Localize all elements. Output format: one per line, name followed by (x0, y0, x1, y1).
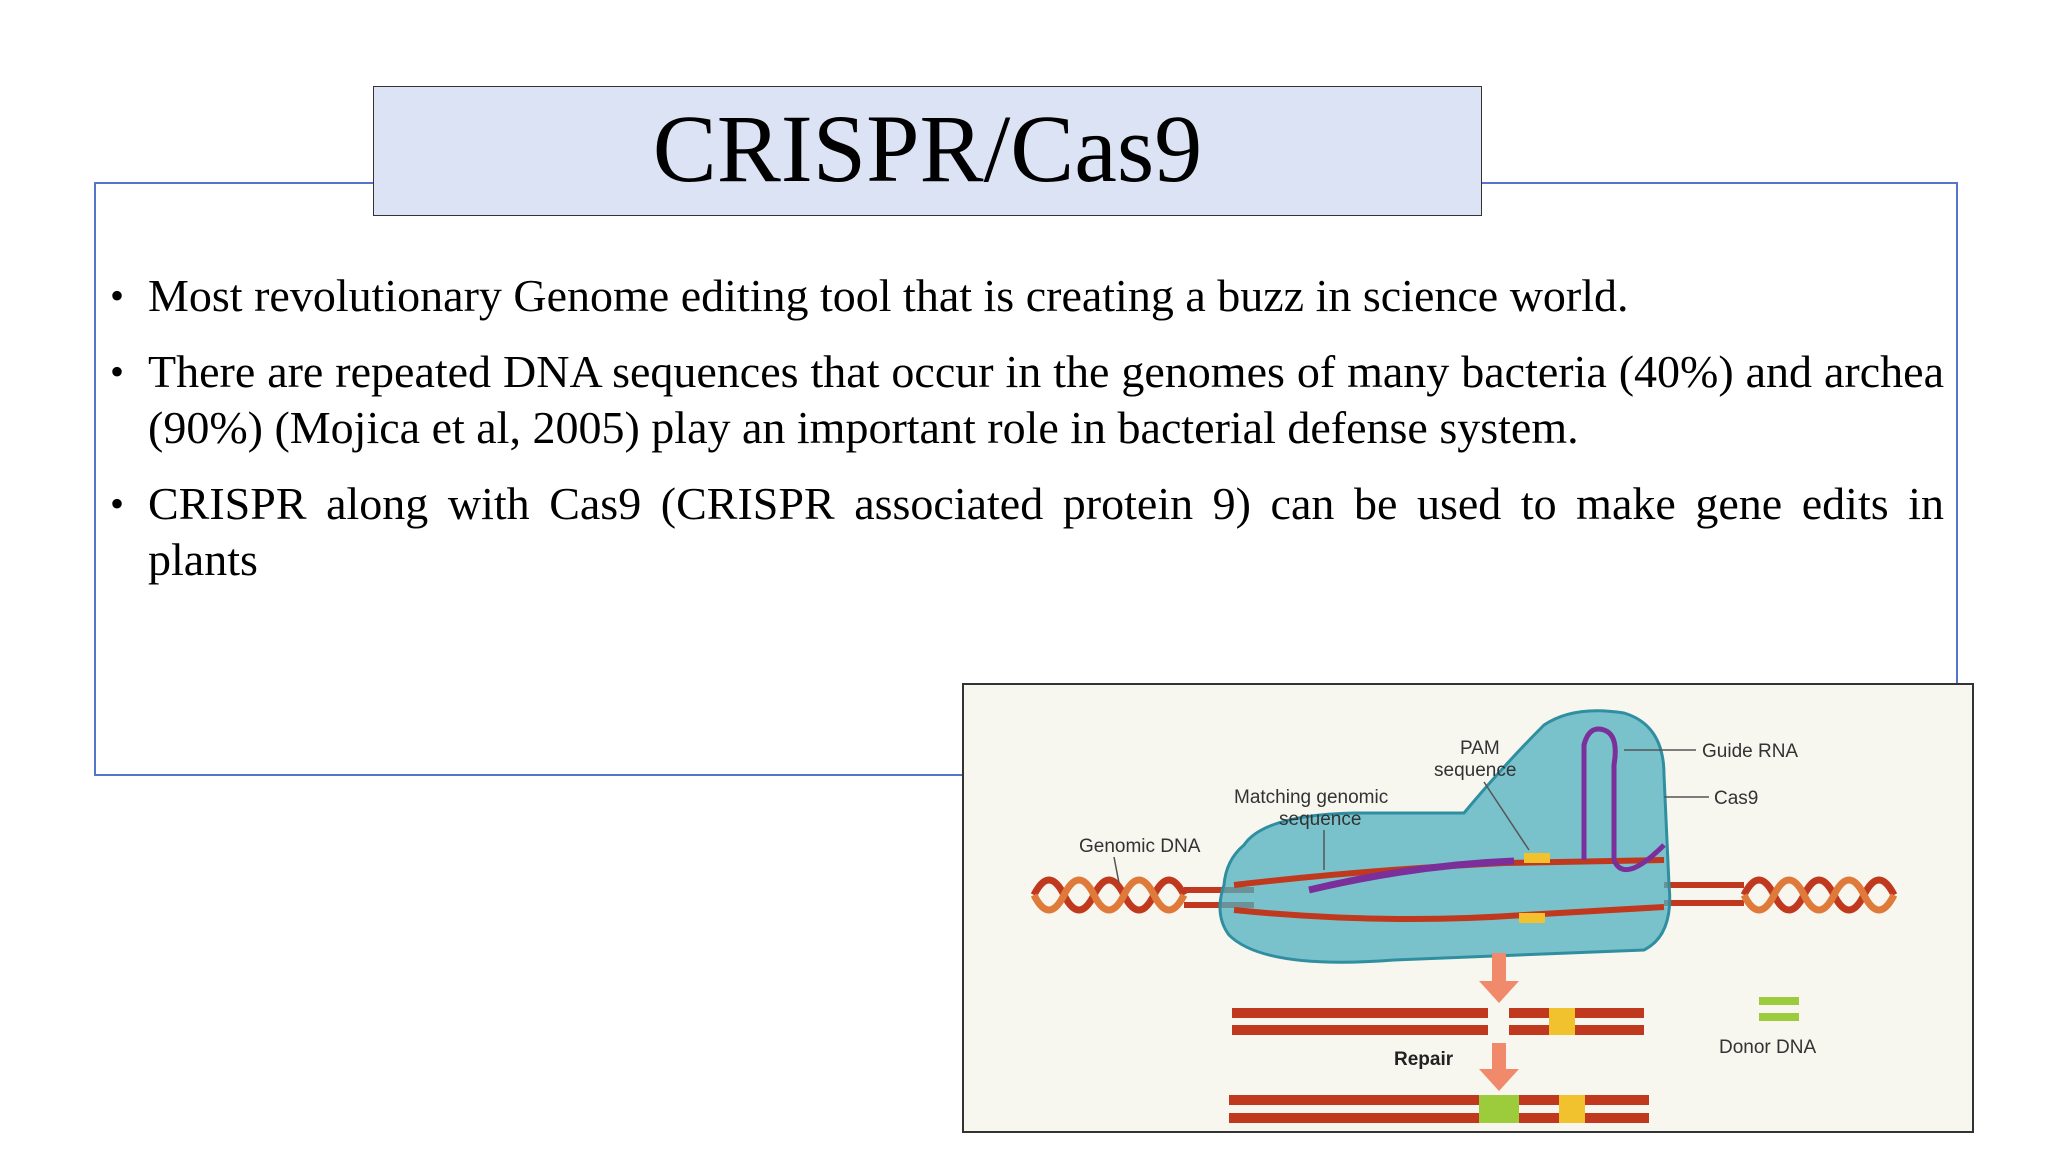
bullet-item: • Most revolutionary Genome editing tool… (110, 268, 1944, 324)
donor-dna-label: Donor DNA (1719, 1037, 1816, 1058)
matching-sequence-label-2: sequence (1279, 809, 1361, 830)
bullet-text: CRISPR along with Cas9 (CRISPR associate… (148, 478, 1944, 585)
title-box: CRISPR/Cas9 (373, 86, 1482, 216)
bullet-dot: • (110, 481, 125, 526)
guide-rna-loop (1581, 726, 1666, 872)
genomic-dna-right-helix (1664, 876, 1898, 914)
crispr-diagram-svg: Genomic DNA Matching genomic sequence PA… (1030, 709, 1898, 1123)
repair-arrow (1479, 1043, 1519, 1091)
pam-label-2: sequence (1434, 760, 1516, 781)
matching-sequence-label-1: Matching genomic (1234, 787, 1388, 808)
bullet-item: • There are repeated DNA sequences that … (110, 344, 1944, 456)
crispr-diagram: Genomic DNA Matching genomic sequence PA… (962, 683, 1974, 1133)
donor-dna-icon (1759, 997, 1799, 1021)
cut-dna (1232, 1008, 1644, 1035)
bullet-text: Most revolutionary Genome editing tool t… (148, 270, 1629, 321)
pam-leader (1483, 781, 1530, 851)
genomic-dna-leader (1113, 856, 1120, 884)
bullet-item: • CRISPR along with Cas9 (CRISPR associa… (110, 476, 1944, 588)
pam-label-1: PAM (1460, 738, 1500, 759)
pam-marker-top (1524, 853, 1550, 863)
repair-label: Repair (1394, 1049, 1454, 1070)
cas9-label: Cas9 (1714, 788, 1758, 809)
repaired-dna (1229, 1095, 1649, 1123)
guide-rna-strand (1308, 857, 1515, 894)
bullet-list: • Most revolutionary Genome editing tool… (110, 268, 1944, 608)
cut-arrow (1479, 953, 1519, 1003)
slide-title: CRISPR/Cas9 (652, 95, 1203, 202)
bullet-dot: • (110, 349, 125, 394)
genomic-dna-label: Genomic DNA (1079, 836, 1201, 857)
cas9-protein (1218, 709, 1672, 964)
bullet-dot: • (110, 273, 125, 318)
dna-strand-bottom (1233, 904, 1665, 922)
bullet-text: There are repeated DNA sequences that oc… (148, 346, 1944, 453)
guide-rna-label: Guide RNA (1702, 741, 1798, 762)
pam-marker-bottom (1519, 913, 1545, 923)
